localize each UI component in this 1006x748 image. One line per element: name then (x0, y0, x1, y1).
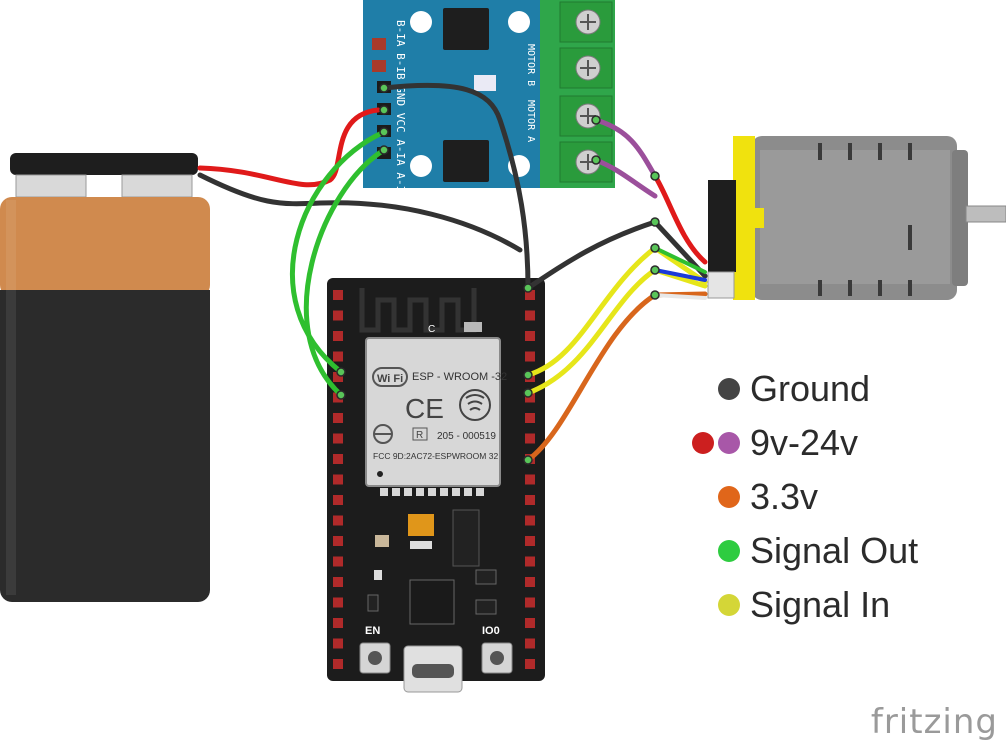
header-pin (525, 351, 535, 362)
header-pin (333, 372, 343, 382)
header-pin (525, 310, 535, 321)
header-pin (333, 536, 343, 546)
wire-battery-negative (197, 172, 523, 253)
wire-driver-gnd (381, 82, 531, 291)
wire-motor-blue (653, 268, 707, 282)
legend-color-dot (718, 594, 740, 616)
wire-motor-red (652, 173, 708, 265)
wifi-logo-box (372, 367, 408, 387)
legend-label: Signal In (750, 584, 891, 625)
header-pin (333, 495, 343, 505)
header-pin (525, 331, 535, 341)
legend-swatch (688, 378, 740, 400)
header-pin (525, 638, 535, 649)
header-pin (525, 495, 535, 505)
en-label: EN (365, 625, 380, 637)
legend-swatch (688, 540, 740, 562)
legend-color-dot (692, 432, 714, 454)
io0-label: IO0 (482, 625, 500, 637)
wire-motor-gnd (525, 219, 708, 291)
motor-driver-board: B-IA B-IB GND VCC A-IA A-IB MOTOR B MOTO… (363, 0, 615, 199)
header-pin (525, 659, 535, 669)
header-pin (525, 392, 535, 403)
header-pin (525, 597, 535, 608)
legend-color-dot (718, 540, 740, 562)
fcc-line: FCC 9D:2AC72-ESPWROOM 32 (373, 451, 498, 461)
dc-motor (707, 136, 1006, 300)
legend-color-dot (718, 378, 740, 400)
legend-label: Signal Out (750, 530, 919, 571)
wire-3v3 (525, 291, 708, 463)
esp32-devkit: C Wi Fi ESP - WROOM -32 CE R 205 - 00051… (327, 278, 545, 693)
header-pin (333, 351, 343, 362)
header-pin (333, 659, 343, 669)
header-pin (333, 413, 343, 423)
wire-signal-in-1 (525, 244, 708, 378)
legend-label: 9v-24v (750, 422, 859, 463)
header-pin (333, 454, 343, 464)
legend-color-dot (718, 432, 740, 454)
legend-swatch (688, 486, 740, 508)
header-pin (525, 290, 535, 300)
header-pin (333, 433, 343, 444)
header-pin (333, 474, 343, 485)
io0-button[interactable] (481, 642, 513, 674)
telec-icon (373, 424, 393, 444)
fritzing-brand: fritzing (870, 702, 998, 742)
legend-item: Signal Out (688, 524, 918, 578)
motor-a-label: MOTOR A (525, 100, 536, 142)
header-pin (333, 290, 343, 300)
header-pin (525, 577, 535, 587)
en-button[interactable] (359, 642, 391, 674)
usb-port (403, 645, 463, 693)
wire-motor-a-1 (593, 117, 658, 179)
header-pin (333, 597, 343, 608)
legend-color-dot (718, 486, 740, 508)
header-pin (525, 618, 535, 628)
header-pin (525, 413, 535, 423)
header-pin (333, 618, 343, 628)
wire-signal-in-2 (525, 267, 708, 396)
header-pin (333, 310, 343, 321)
antenna-mark: C (428, 324, 435, 335)
header-pin (525, 474, 535, 485)
header-pin (333, 331, 343, 341)
r-mark: R (416, 430, 423, 441)
header-pin (333, 515, 343, 526)
wire-motor-green (653, 246, 707, 274)
legend-swatch (688, 432, 740, 454)
motor-b-label: MOTOR B (525, 44, 536, 86)
header-pin (525, 515, 535, 526)
header-pin (525, 433, 535, 444)
wire-motor-a-2 (593, 157, 658, 199)
header-pin (333, 577, 343, 587)
wire-signal-out-2 (303, 147, 387, 398)
driver-pin-labels: B-IA B-IB GND VCC A-IA A-IB (394, 20, 407, 199)
header-pin (333, 556, 343, 567)
battery-9v (0, 153, 210, 602)
header-pin (525, 556, 535, 567)
wires (197, 82, 708, 463)
cert-number: 205 - 000519 (437, 431, 496, 442)
legend-item: Signal In (688, 578, 918, 632)
wire-motor-white (653, 293, 707, 300)
certification-icon (459, 389, 491, 421)
legend-label: 3.3v (750, 476, 819, 517)
legend-item: Ground (688, 362, 918, 416)
legend-item: 3.3v (688, 470, 918, 524)
legend-label: Ground (750, 368, 871, 409)
header-pin (525, 536, 535, 546)
legend-item: 9v-24v (688, 416, 918, 470)
wire-battery-positive (197, 107, 381, 188)
legend-swatch (688, 594, 740, 616)
ce-mark: CE (405, 393, 444, 424)
header-pin (333, 638, 343, 649)
module-name: ESP - WROOM -32 (412, 371, 507, 383)
wifi-logo: Wi Fi (377, 373, 403, 385)
